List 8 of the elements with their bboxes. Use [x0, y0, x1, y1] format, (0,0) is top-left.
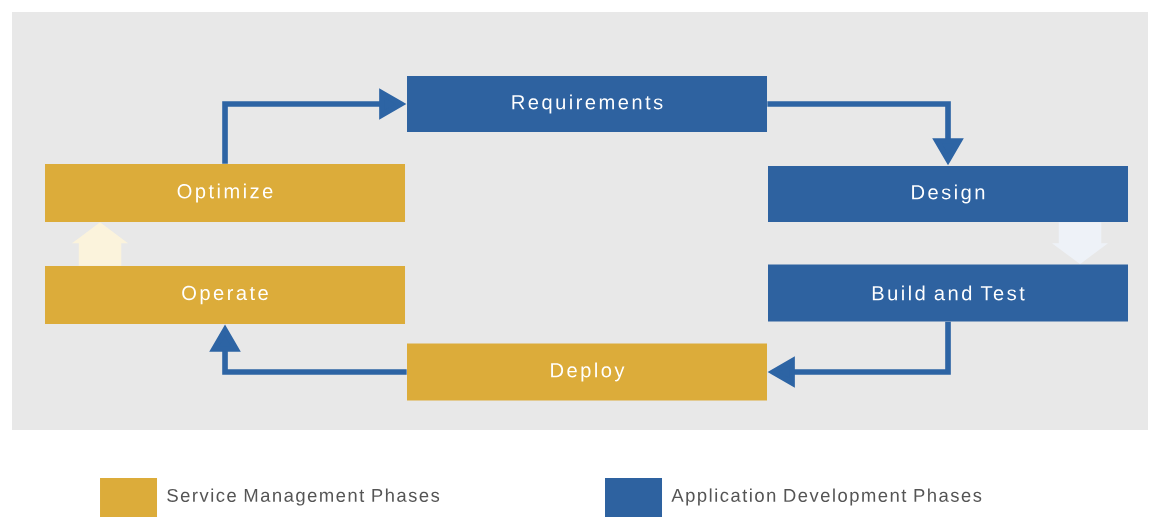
- phase-box: Optimize: [45, 164, 405, 222]
- legend-label: Service Management Phases: [167, 488, 440, 506]
- phase-box: Design: [768, 166, 1128, 222]
- phase-box: Build and Test: [768, 264, 1128, 322]
- phase-box: Deploy: [407, 343, 767, 401]
- phase-box: Operate: [45, 266, 405, 324]
- legend-label: Application Development Phases: [671, 488, 982, 506]
- phase-box: Requirements: [407, 76, 767, 132]
